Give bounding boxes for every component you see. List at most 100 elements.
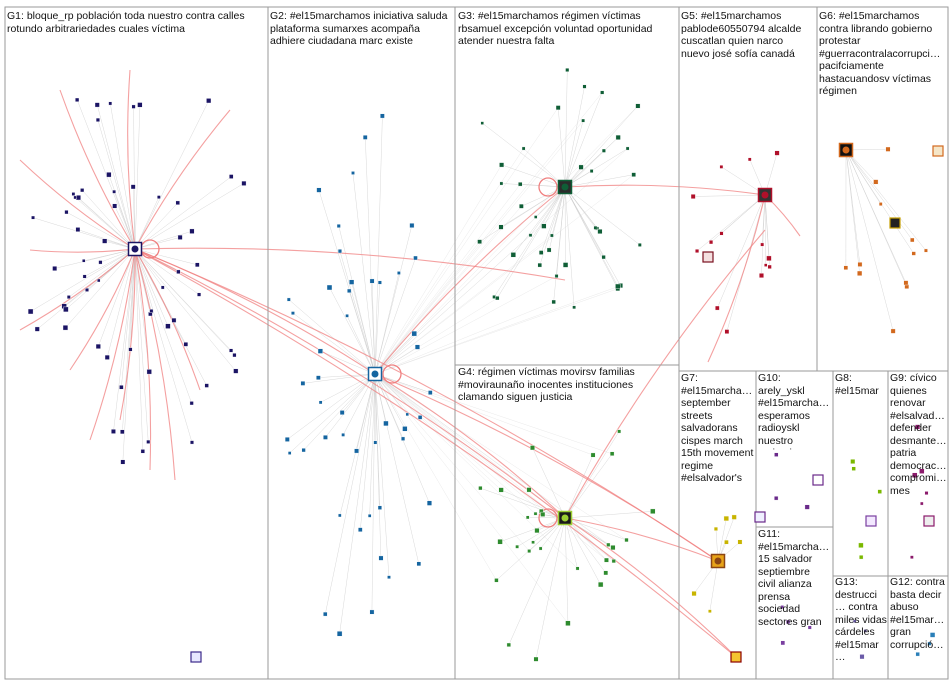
graph-node[interactable]: [27, 308, 34, 315]
graph-node[interactable]: [538, 250, 544, 255]
graph-node[interactable]: [915, 652, 920, 657]
graph-node[interactable]: [555, 105, 561, 111]
graph-node[interactable]: [859, 654, 865, 660]
graph-node[interactable]: [316, 375, 321, 381]
graph-node[interactable]: [63, 306, 69, 313]
graph-node[interactable]: [709, 240, 714, 245]
graph-node[interactable]: [104, 354, 110, 360]
avatar-node[interactable]: [923, 515, 935, 527]
graph-node[interactable]: [780, 605, 785, 609]
graph-node[interactable]: [807, 625, 812, 630]
graph-node[interactable]: [241, 180, 247, 186]
graph-node[interactable]: [120, 429, 125, 435]
graph-node[interactable]: [349, 279, 355, 285]
graph-node[interactable]: [112, 203, 118, 209]
graph-node[interactable]: [527, 549, 532, 554]
graph-node[interactable]: [197, 292, 202, 297]
graph-node[interactable]: [550, 233, 554, 238]
graph-node[interactable]: [94, 102, 100, 108]
graph-node[interactable]: [413, 255, 418, 261]
graph-node[interactable]: [541, 223, 547, 229]
graph-node[interactable]: [338, 513, 342, 518]
graph-node[interactable]: [597, 228, 603, 234]
graph-node[interactable]: [927, 641, 932, 646]
graph-node[interactable]: [71, 192, 76, 196]
graph-node[interactable]: [96, 278, 101, 283]
avatar-node[interactable]: [190, 651, 202, 663]
graph-node[interactable]: [183, 342, 189, 347]
graph-node[interactable]: [300, 381, 306, 386]
graph-node[interactable]: [774, 496, 779, 501]
graph-node[interactable]: [859, 555, 864, 560]
graph-node[interactable]: [695, 248, 700, 253]
avatar-node[interactable]: [702, 251, 714, 263]
graph-node[interactable]: [731, 514, 737, 520]
graph-node[interactable]: [920, 501, 924, 506]
graph-node[interactable]: [562, 262, 569, 268]
graph-node[interactable]: [534, 528, 540, 534]
graph-node[interactable]: [499, 162, 505, 168]
graph-node[interactable]: [780, 640, 786, 646]
graph-node[interactable]: [411, 330, 417, 337]
graph-node[interactable]: [52, 266, 58, 271]
graph-node[interactable]: [66, 295, 71, 299]
graph-node[interactable]: [764, 263, 768, 267]
graph-node[interactable]: [287, 451, 292, 455]
graph-node[interactable]: [774, 150, 780, 156]
graph-node[interactable]: [691, 591, 697, 597]
graph-node[interactable]: [785, 619, 791, 625]
graph-node[interactable]: [189, 440, 194, 445]
graph-node[interactable]: [146, 369, 152, 375]
graph-node[interactable]: [102, 238, 108, 244]
graph-node[interactable]: [554, 274, 559, 278]
graph-node[interactable]: [924, 491, 929, 495]
graph-node[interactable]: [337, 249, 343, 254]
graph-node[interactable]: [885, 146, 891, 152]
graph-node[interactable]: [373, 440, 378, 445]
graph-node[interactable]: [759, 273, 764, 278]
graph-node[interactable]: [34, 326, 40, 332]
graph-node[interactable]: [347, 288, 352, 293]
graph-node[interactable]: [910, 555, 914, 559]
graph-node[interactable]: [232, 353, 237, 358]
graph-node[interactable]: [177, 234, 183, 240]
graph-node[interactable]: [929, 632, 936, 638]
graph-node[interactable]: [377, 505, 382, 510]
graph-node[interactable]: [175, 200, 180, 205]
graph-node[interactable]: [774, 452, 779, 457]
graph-node[interactable]: [323, 435, 328, 440]
graph-node[interactable]: [878, 202, 883, 206]
graph-node[interactable]: [708, 609, 712, 613]
graph-node[interactable]: [518, 181, 523, 187]
graph-node[interactable]: [119, 385, 124, 390]
graph-node[interactable]: [850, 459, 856, 464]
graph-node[interactable]: [625, 146, 630, 151]
graph-node[interactable]: [565, 67, 570, 72]
graph-node[interactable]: [593, 225, 598, 230]
graph-node[interactable]: [610, 545, 616, 551]
graph-node[interactable]: [108, 101, 113, 106]
graph-node[interactable]: [176, 269, 181, 274]
graph-node[interactable]: [156, 195, 161, 199]
graph-node[interactable]: [910, 237, 915, 243]
graph-node[interactable]: [713, 526, 718, 531]
avatar-node[interactable]: [889, 217, 901, 229]
graph-node[interactable]: [650, 508, 656, 514]
graph-node[interactable]: [336, 223, 341, 228]
avatar-node[interactable]: [865, 515, 877, 527]
graph-node[interactable]: [843, 265, 849, 271]
graph-node[interactable]: [497, 539, 503, 545]
graph-node[interactable]: [546, 247, 552, 253]
graph-node[interactable]: [233, 368, 239, 374]
graph-node[interactable]: [160, 285, 165, 290]
graph-node[interactable]: [354, 448, 359, 454]
graph-node[interactable]: [387, 575, 391, 579]
graph-node[interactable]: [495, 296, 500, 301]
graph-node[interactable]: [64, 210, 69, 215]
graph-node[interactable]: [601, 148, 606, 153]
graph-node[interactable]: [189, 401, 194, 406]
graph-node[interactable]: [890, 328, 896, 334]
graph-node[interactable]: [863, 629, 867, 633]
graph-node[interactable]: [766, 255, 772, 261]
graph-node[interactable]: [336, 631, 343, 637]
